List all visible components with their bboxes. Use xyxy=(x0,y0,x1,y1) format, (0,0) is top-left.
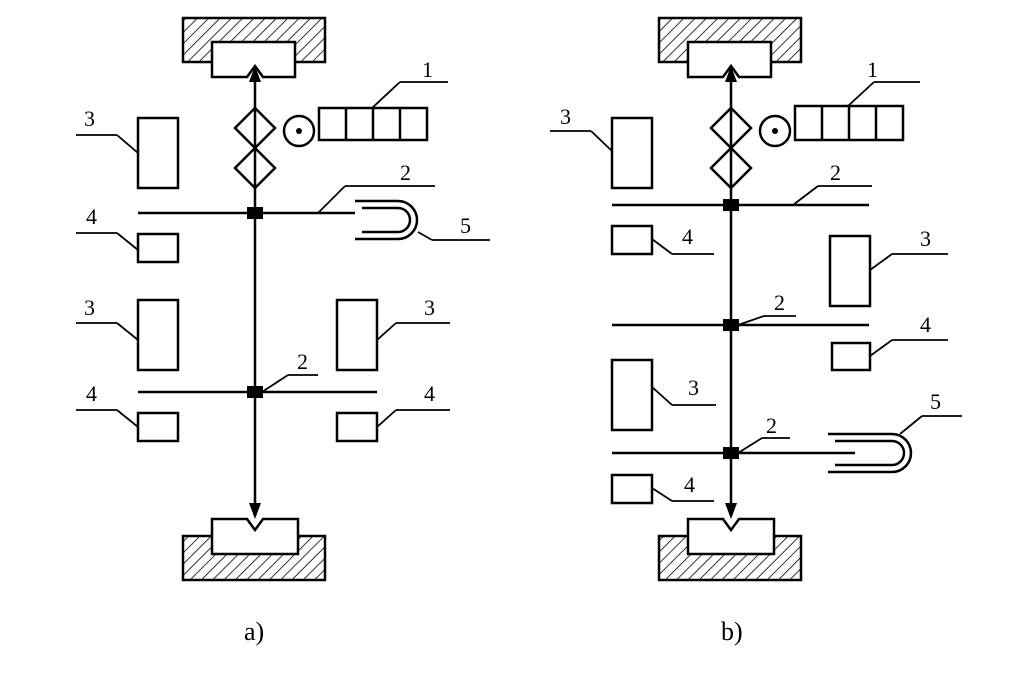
label-2-bottom: 2 xyxy=(766,413,777,438)
u-magnet xyxy=(355,199,419,241)
block-3-lower-right xyxy=(335,298,379,372)
joint-middle xyxy=(723,319,739,331)
block-4-lower xyxy=(610,473,654,505)
block-4-upper xyxy=(610,224,654,256)
label-4-right: 4 xyxy=(920,312,931,337)
top-base xyxy=(657,16,803,79)
label-3-right: 3 xyxy=(920,226,931,251)
block-4-lower-right xyxy=(335,411,379,443)
label-1: 1 xyxy=(422,57,433,82)
bottom-base xyxy=(657,517,803,582)
panel-b: 1 2 3 4 3 2 4 xyxy=(550,16,962,646)
arrow-up-icon xyxy=(249,66,261,82)
component-1: 1 xyxy=(758,57,920,148)
block-4-lower-left xyxy=(136,411,180,443)
label-3-lower-left: 3 xyxy=(84,295,95,320)
label-2-top: 2 xyxy=(400,160,411,185)
label-3-upper: 3 xyxy=(560,104,571,129)
block-3-lower-left xyxy=(136,298,180,372)
bottom-base xyxy=(181,517,327,582)
block-3-right xyxy=(828,234,872,308)
arrow-down-icon xyxy=(725,503,737,519)
joint-bottom xyxy=(247,386,263,398)
block-3-upper xyxy=(136,116,180,190)
label-4-lower-right: 4 xyxy=(424,381,435,406)
label-4-upper: 4 xyxy=(682,224,693,249)
joint-top xyxy=(247,207,263,219)
label-5: 5 xyxy=(930,389,941,414)
caption-a: a) xyxy=(244,617,264,646)
block-4-right xyxy=(830,341,872,372)
label-4-lower-left: 4 xyxy=(86,381,97,406)
block-4-upper xyxy=(136,232,180,264)
joint-top xyxy=(723,199,739,211)
top-base xyxy=(181,16,327,79)
label-2-middle: 2 xyxy=(774,290,785,315)
label-2-top: 2 xyxy=(830,160,841,185)
label-3-upper: 3 xyxy=(84,106,95,131)
caption-b: b) xyxy=(721,617,743,646)
label-1: 1 xyxy=(867,57,878,82)
block-3-lower xyxy=(610,358,654,432)
joint-bottom xyxy=(723,447,739,459)
label-3-lower-right: 3 xyxy=(424,295,435,320)
component-1: 1 xyxy=(282,57,448,148)
arrow-up-icon xyxy=(725,66,737,82)
label-5: 5 xyxy=(460,213,471,238)
panel-a: 1 2 5 3 4 3 3 xyxy=(76,16,490,646)
block-3-upper xyxy=(610,116,654,190)
u-magnet xyxy=(828,432,913,474)
spring xyxy=(233,107,277,190)
label-4-upper: 4 xyxy=(86,204,97,229)
label-4-lower: 4 xyxy=(684,472,695,497)
label-2-bottom: 2 xyxy=(297,349,308,374)
spring xyxy=(709,107,753,190)
label-3-lower: 3 xyxy=(688,375,699,400)
arrow-down-icon xyxy=(249,503,261,519)
